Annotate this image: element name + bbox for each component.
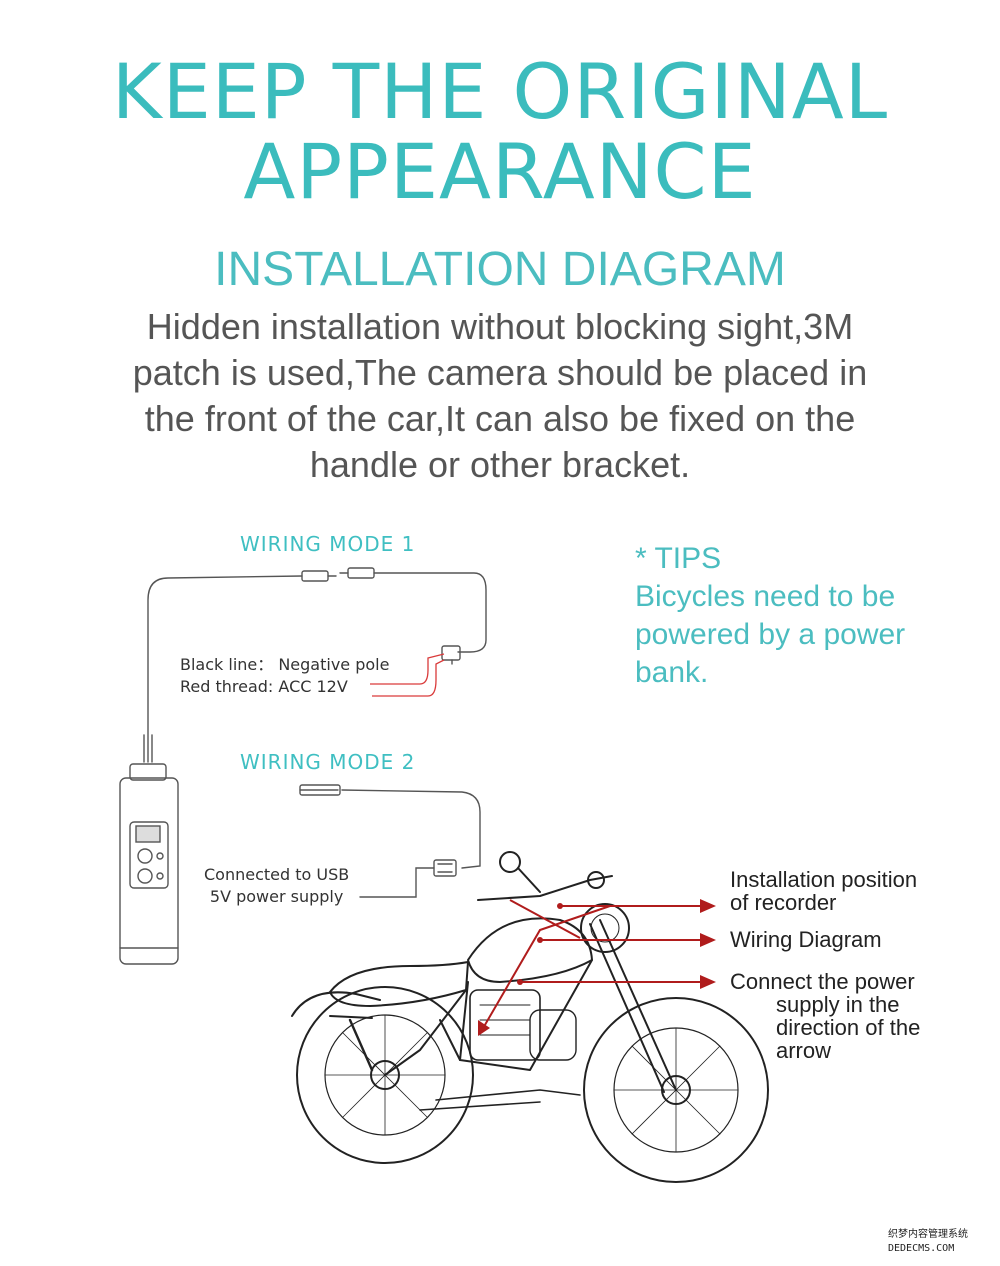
mode2-plug — [299, 784, 341, 796]
usb-note-line-2: 5V power supply — [209, 887, 344, 906]
description-line-3: the front of the car,It can also be fixe… — [144, 398, 856, 439]
usb-note-line-1: Connected to USB — [204, 865, 350, 884]
wiring-mode-2-label: WIRING MODE 2 — [240, 750, 416, 774]
hero-title: KEEP THE ORIGINAL APPEARANCE — [0, 52, 1000, 212]
callout-power-line-4: arrow — [776, 1038, 832, 1063]
watermark-line-2: DEDECMS.COM — [888, 1243, 955, 1254]
description-line-1: Hidden installation without blocking sig… — [146, 306, 854, 347]
tips-line-1: Bicycles need to be — [635, 580, 896, 613]
red-wire-2 — [372, 659, 445, 697]
tips-box: * TIPS Bicycles need to be powered by a … — [635, 540, 955, 692]
mode1-cable — [147, 575, 303, 763]
black-line-label: Black line： Negative pole — [180, 655, 390, 674]
mode2-cable — [299, 789, 481, 869]
hero-title-line-2: APPEARANCE — [243, 127, 757, 216]
callout-power-line-2: supply in the — [776, 992, 900, 1017]
acc-wiring-note: Black line： Negative pole Red thread: AC… — [180, 654, 389, 698]
red-thread-label: Red thread: ACC 12V — [180, 677, 348, 696]
recorder-button-2 — [137, 868, 153, 884]
recorder-button-1 — [137, 848, 153, 864]
arrowhead-recorder — [700, 899, 716, 913]
description-line-2: patch is used,The camera should be place… — [132, 352, 868, 393]
callout-power-direction: Connect the power supply in the directio… — [730, 970, 920, 1062]
section-title: INSTALLATION DIAGRAM — [214, 243, 786, 296]
watermark: 织梦内容管理系统 DEDECMS.COM — [888, 1228, 998, 1256]
connector-plug-right — [347, 567, 375, 579]
recorder-body — [119, 777, 179, 965]
usb-plug — [433, 859, 457, 877]
watermark-line-1: 织梦内容管理系统 — [888, 1229, 968, 1240]
hero-title-line-1: KEEP THE ORIGINAL — [111, 47, 889, 136]
recorder-lens-panel — [129, 821, 169, 889]
red-wire-1 — [370, 653, 445, 685]
arrowhead-wiring — [700, 933, 716, 947]
tips-line-2: powered by a power — [635, 618, 906, 651]
description-line-4: handle or other bracket. — [309, 444, 691, 485]
tips-heading: * TIPS — [635, 542, 722, 575]
usb-power-note: Connected to USB 5V power supply — [204, 864, 349, 908]
connector-plug-left — [301, 570, 329, 582]
acc-connector — [441, 645, 461, 661]
callout-power-line-1: Connect the power — [730, 969, 915, 994]
installation-description: Hidden installation without blocking sig… — [110, 304, 890, 488]
callout-recorder-line-2: of recorder — [730, 890, 837, 915]
tips-line-3: bank. — [635, 656, 709, 689]
callout-wiring-diagram: Wiring Diagram — [730, 928, 882, 951]
wiring-mode-1-label: WIRING MODE 1 — [240, 532, 416, 556]
callout-wiring-text: Wiring Diagram — [730, 927, 882, 952]
callout-power-line-3: direction of the — [776, 1015, 921, 1040]
callout-recorder-line-1: Installation position — [730, 867, 918, 892]
arrowhead-power — [700, 975, 716, 989]
motorcycle-drawing — [291, 851, 769, 1183]
mode1-cable-right — [373, 572, 487, 653]
callout-recorder-position: Installation position of recorder — [730, 868, 917, 914]
